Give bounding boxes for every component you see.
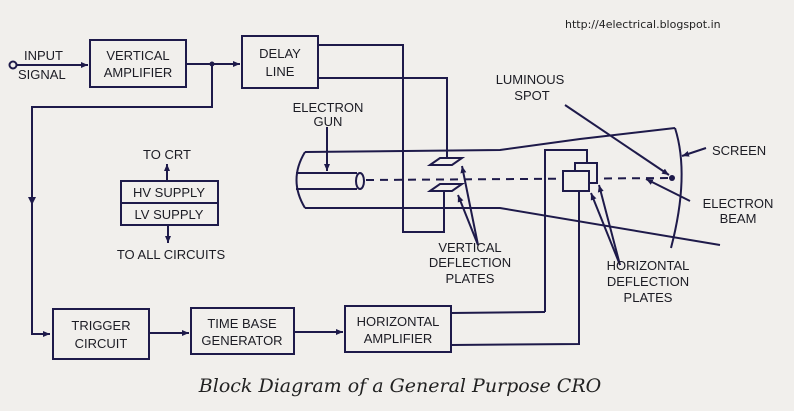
vertical-amplifier-line1: VERTICAL: [106, 48, 169, 63]
input-terminal-icon: [8, 60, 18, 70]
lv-supply-label: LV SUPPLY: [135, 207, 204, 222]
electron-beam-line1: ELECTRON: [703, 196, 774, 211]
screen-face: [670, 127, 683, 249]
vertical-plates-line3: PLATES: [446, 271, 495, 286]
horizontal-amplifier-line1: HORIZONTAL: [357, 314, 440, 329]
input-signal: INPUT SIGNAL: [8, 48, 88, 82]
wire-trigger-feed: [31, 64, 213, 337]
horizontal-plates-line3: PLATES: [624, 290, 673, 305]
electron-beam-path: [365, 177, 673, 181]
luminous-spot-pointer: [564, 104, 670, 176]
screen-pointer: [681, 147, 707, 157]
vertical-plates-line1: VERTICAL: [438, 240, 501, 255]
vertical-amplifier-line2: AMPLIFIER: [104, 65, 173, 80]
luminous-spot-line2: SPOT: [514, 88, 549, 103]
time-base-generator-block: TIME BASE GENERATOR: [190, 307, 295, 355]
wire-hamp-to-plate-1: [450, 311, 546, 314]
time-base-line1: TIME BASE: [207, 316, 277, 331]
input-label-line2: SIGNAL: [18, 67, 66, 82]
delay-line-line1: DELAY: [259, 46, 301, 61]
luminous-spot-line1: LUMINOUS: [496, 72, 565, 87]
electron-gun-line2: GUN: [314, 114, 343, 129]
horizontal-deflection-plates: HORIZONTAL DEFLECTION PLATES: [544, 149, 690, 320]
delay-line-block: DELAY LINE: [241, 35, 319, 89]
time-base-line2: GENERATOR: [201, 333, 282, 348]
figure-caption: Block Diagram of a General Purpose CRO: [198, 375, 602, 397]
trigger-circuit-line2: CIRCUIT: [75, 336, 128, 351]
wire-delay-to-upper-plate: [318, 77, 448, 163]
watermark-url: http://4electrical.blogspot.in: [565, 18, 721, 31]
delay-line-line2: LINE: [266, 64, 295, 79]
wire-hamp-to-plate-2: [450, 320, 580, 346]
horizontal-amplifier-line2: AMPLIFIER: [364, 331, 433, 346]
down-arrow-icon: [28, 197, 36, 205]
crt-tube: [295, 127, 721, 249]
horizontal-plates-line1: HORIZONTAL: [607, 258, 690, 273]
luminous-spot-dot: [669, 175, 675, 181]
vertical-amplifier-block: VERTICAL AMPLIFIER: [89, 39, 187, 88]
horizontal-plates-line2: DEFLECTION: [607, 274, 689, 289]
to-all-circuits-label: TO ALL CIRCUITS: [117, 247, 226, 262]
trigger-circuit-line1: TRIGGER: [71, 318, 130, 333]
electron-beam-line2: BEAM: [720, 211, 757, 226]
electron-beam-pointer: [645, 178, 691, 202]
power-supply-block: HV SUPPLY LV SUPPLY TO CRT TO ALL CIRCUI…: [117, 147, 226, 262]
horizontal-amplifier-block: HORIZONTAL AMPLIFIER: [344, 305, 452, 353]
wire-delay-to-lower-plate: [318, 44, 445, 233]
to-crt-label: TO CRT: [143, 147, 191, 162]
electron-gun-line1: ELECTRON: [293, 100, 364, 115]
input-label-line1: INPUT: [24, 48, 63, 63]
screen-label: SCREEN: [712, 143, 766, 158]
electron-gun: ELECTRON GUN: [293, 100, 365, 190]
vertical-plates-line2: DEFLECTION: [429, 255, 511, 270]
hv-supply-label: HV SUPPLY: [133, 185, 205, 200]
vertical-deflection-plates: VERTICAL DEFLECTION PLATES: [426, 157, 511, 286]
trigger-circuit-block: TRIGGER CIRCUIT: [52, 308, 150, 360]
